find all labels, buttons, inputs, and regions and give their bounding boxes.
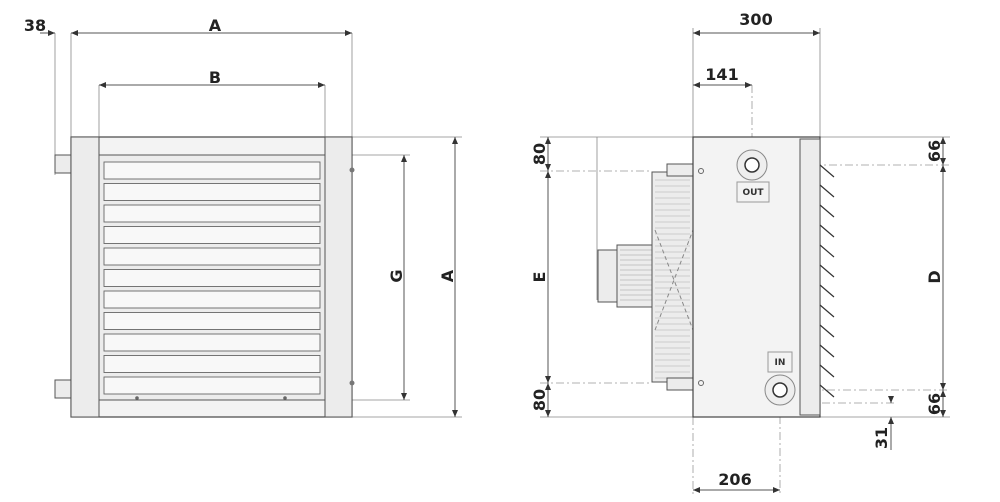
dim-label-31: 31 xyxy=(872,427,891,449)
dim-label-d: D xyxy=(925,270,944,283)
dim-label-width-a: A xyxy=(209,16,222,35)
louver-blade xyxy=(103,290,321,309)
louver-blade xyxy=(103,312,321,330)
dim-label-141: 141 xyxy=(705,65,738,84)
dim-label-height-g: G xyxy=(387,269,406,282)
outlet-fitting xyxy=(54,154,72,174)
wall-mount-hatch xyxy=(819,164,835,398)
dim-label-206: 206 xyxy=(718,470,751,489)
louver-blade xyxy=(103,269,321,287)
front-view: 38 A B G A xyxy=(24,16,462,418)
left-side-panel xyxy=(70,136,100,418)
louvers xyxy=(103,161,321,400)
bottom-bracket xyxy=(666,377,694,391)
dim-label-80-bottom: 80 xyxy=(530,389,549,411)
louver-blade xyxy=(103,226,321,244)
dim-label-80-top: 80 xyxy=(530,143,549,165)
louver-blade xyxy=(103,247,321,266)
louver-blade xyxy=(103,355,321,373)
outlet-label: OUT xyxy=(742,188,764,198)
dim-label-width-b: B xyxy=(209,68,221,87)
inlet-label: IN xyxy=(775,358,786,368)
outlet-tag xyxy=(736,181,770,203)
louver-blade xyxy=(103,376,321,395)
dim-label-300: 300 xyxy=(739,10,772,29)
fan-motor xyxy=(616,244,654,308)
right-side-panel xyxy=(324,136,353,418)
louver-blade xyxy=(103,183,321,201)
fan-motor-cap xyxy=(597,249,619,303)
dim-label-66-top: 66 xyxy=(925,140,944,162)
louver-blade xyxy=(103,161,321,180)
inlet-fitting xyxy=(54,379,72,399)
louver-blade xyxy=(103,333,321,352)
inlet-tag xyxy=(767,351,793,373)
top-bracket xyxy=(666,163,694,177)
dim-label-66-bottom: 66 xyxy=(925,393,944,415)
louver-blade xyxy=(103,204,321,223)
end-strip xyxy=(799,138,821,416)
dim-label-e: E xyxy=(530,272,549,283)
dim-label-38: 38 xyxy=(24,16,46,35)
side-view: OUT IN 300 141 206 80 E 80 66 D 66 31 xyxy=(530,10,950,495)
dim-label-height-a: A xyxy=(438,269,457,282)
